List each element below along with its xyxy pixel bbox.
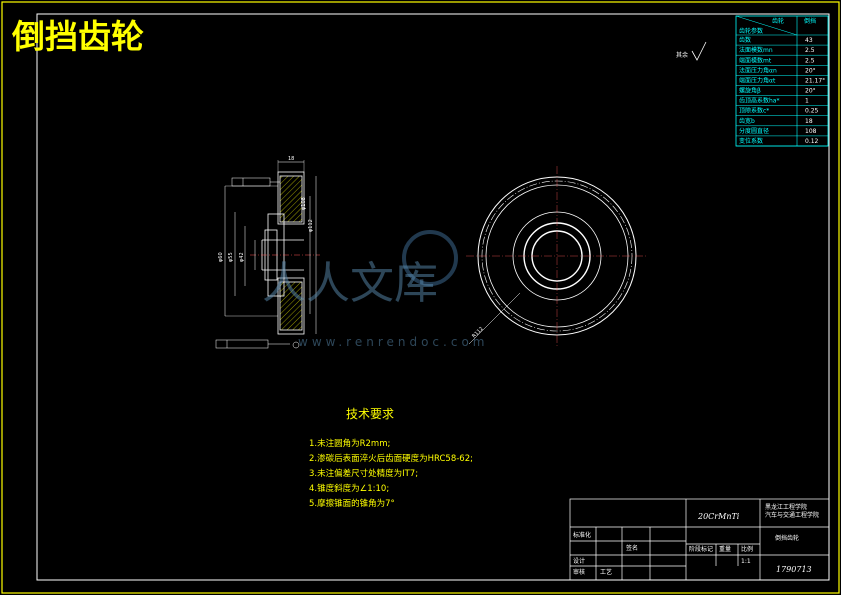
params-header-mid: 齿轮 (772, 17, 784, 25)
param-label: 变位系数 (739, 137, 763, 145)
tb-reviewer: 审核 (573, 568, 585, 576)
tb-weight: 重量 (719, 545, 731, 553)
tech-req-item: 2.渗碳后表面淬火后齿面硬度为HRC58-62; (309, 453, 473, 464)
param-label: 分度圆直径 (739, 127, 769, 135)
drawing-title: 倒挡齿轮 (11, 17, 144, 56)
params-header-left: 齿轮参数 (739, 27, 763, 35)
tb-standard: 标准化 (573, 531, 591, 539)
tb-material: 20CrMnTi (697, 512, 740, 521)
param-value: 20° (805, 67, 816, 74)
param-label: 齿数 (739, 36, 751, 44)
param-label: 端面模数mt (739, 56, 772, 64)
param-value: 108 (805, 128, 817, 135)
tech-req-title: 技术要求 (346, 407, 394, 421)
tech-req-item: 5.摩擦锥面的锥角为7° (309, 498, 395, 509)
dim-relief: φ60 (218, 252, 224, 262)
tb-part-name: 倒挡齿轮 (775, 534, 799, 542)
dim-pitch: φ108 (301, 197, 307, 210)
dim-width: 18 (288, 156, 294, 162)
param-label: 端面压力角αt (739, 76, 776, 84)
tb-scale: 比例 (741, 545, 753, 553)
param-value: 20° (805, 88, 816, 95)
param-label: 法面模数mn (739, 46, 773, 54)
tech-req-item: 4.锥度斜度为∠1:10; (309, 483, 389, 494)
param-label: 顶隙系数c* (739, 107, 769, 115)
tb-school: 黑龙江工程学院 (765, 503, 807, 511)
tb-stage-mark: 阶段标记 (689, 545, 713, 553)
watermark-brand: 人人文库 (262, 258, 438, 309)
param-value: 0.12 (805, 138, 819, 145)
param-label: 法面压力角αn (739, 66, 777, 74)
params-header-right: 倒挡 (804, 17, 816, 25)
tech-req-item: 1.未注圆角为R2mm; (309, 438, 390, 449)
tech-req-item: 3.未注偏差尺寸处精度为IT7; (309, 468, 418, 479)
param-value: 2.5 (805, 57, 815, 64)
tb-designer: 设计 (573, 557, 585, 565)
param-label: 齿顶高系数ha* (739, 97, 779, 105)
roughness-note: 其余 (676, 41, 707, 61)
tb-process: 工艺 (600, 568, 612, 576)
params-table: 齿数 43 法面模数mn 2.5 端面模数mt 2.5 法面压力角αn 20° 端面压力角αt 2… (735, 15, 829, 147)
param-value: 43 (805, 37, 813, 44)
tb-department: 汽车与交通工程学院 (765, 511, 819, 519)
tech-requirements: 技术要求 1.未注圆角为R2mm; 2.渗碳后表面淬火后齿面硬度为HRC58-6… (309, 407, 473, 509)
title-block (569, 498, 830, 581)
param-value: 2.5 (805, 47, 815, 54)
watermark: 人人文库 www.renrendoc.com (262, 230, 488, 349)
gear-front-view (466, 166, 648, 346)
tb-scale-value: 1:1 (741, 558, 751, 565)
dim-hub: φ55 (228, 252, 234, 262)
tb-drawing-no: 1790713 (776, 565, 812, 574)
watermark-url: www.renrendoc.com (298, 335, 488, 349)
tb-sign: 签名 (626, 544, 638, 552)
roughness-label: 其余 (676, 51, 688, 59)
param-label: 螺旋角β (739, 87, 761, 95)
dim-bore: φ42 (239, 252, 245, 262)
param-value: 18 (805, 118, 813, 125)
roughness-icon (691, 41, 707, 61)
param-value: 1 (805, 98, 809, 105)
inner-frame (36, 13, 830, 581)
param-value: 0.25 (805, 108, 819, 115)
dim-tip: φ112 (308, 219, 314, 232)
param-value: 21.17° (805, 77, 825, 84)
gear-section-view (215, 160, 320, 349)
param-label: 齿宽b (739, 117, 755, 125)
